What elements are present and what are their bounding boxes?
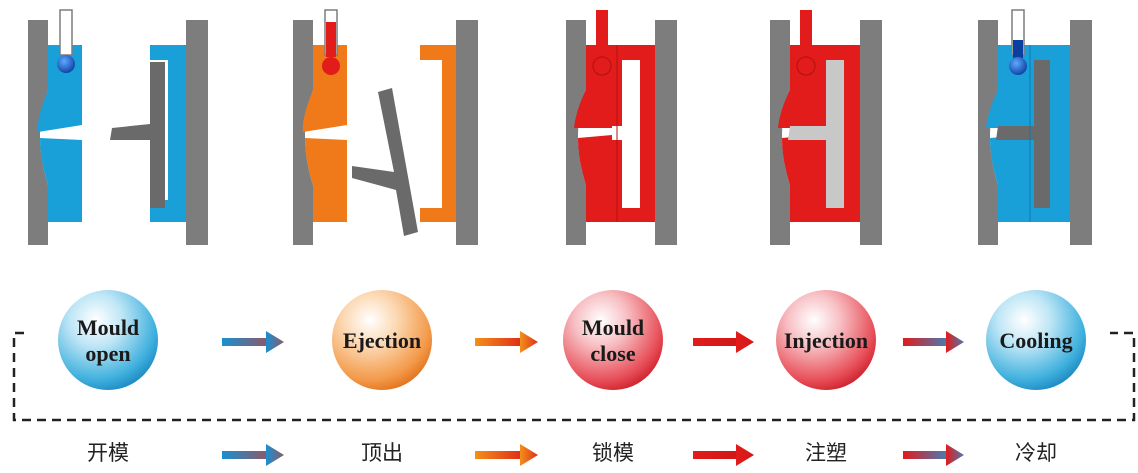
fixed-platen (978, 20, 998, 245)
flow-arrow (693, 331, 754, 353)
fixed-mould-half (302, 45, 347, 222)
flow-arrow (475, 444, 538, 466)
molded-part (110, 62, 165, 208)
flow-arrow (903, 444, 964, 466)
fixed-platen (566, 20, 586, 245)
nozzle-tube (800, 10, 812, 55)
step-node: Injection (776, 290, 876, 390)
step-node: Cooling (986, 290, 1086, 390)
nozzle-tip (796, 56, 816, 76)
flow-arrow (222, 331, 284, 353)
step-label: Mould (77, 315, 139, 340)
moving-platen (860, 20, 882, 245)
step-label: open (85, 341, 130, 366)
injection-illustration (770, 10, 882, 245)
filled-cavity (788, 60, 844, 208)
step-label-cn: 顶出 (361, 441, 403, 465)
step-ball (332, 290, 432, 390)
mould-close-illustration (566, 10, 677, 245)
moving-platen (456, 20, 478, 245)
nozzle-tip (1009, 57, 1027, 75)
fixed-platen (770, 20, 790, 245)
ejection-illustration (293, 9, 478, 245)
step-label-cn: 锁模 (592, 441, 634, 465)
flow-arrow (903, 331, 964, 353)
step-label: Ejection (343, 328, 421, 353)
moving-platen (655, 20, 677, 245)
step-ball (563, 290, 663, 390)
nozzle-tip (592, 56, 612, 76)
ejected-part (352, 88, 418, 236)
step-label: Injection (784, 328, 868, 353)
step-node: Ejection (332, 290, 432, 390)
step-label-cn: 开模 (87, 441, 129, 465)
mould-open-illustration (28, 9, 208, 245)
step-ball (986, 290, 1086, 390)
empty-cavity (612, 60, 640, 208)
cooled-part (996, 60, 1050, 208)
nozzle-fill (1013, 40, 1023, 58)
step-ball (776, 290, 876, 390)
nozzle-tip (57, 55, 75, 73)
flow-arrow (693, 444, 754, 466)
step-label-cn: 冷却 (1015, 441, 1057, 465)
fixed-platen (293, 20, 313, 245)
moving-mould-half (150, 45, 186, 222)
moving-platen (186, 20, 208, 245)
flow-arrow (475, 331, 538, 353)
nozzle-tube (596, 10, 608, 55)
fixed-platen (28, 20, 48, 245)
moving-platen (1070, 20, 1092, 245)
step-label: Mould (582, 315, 644, 340)
moving-mould-half (420, 45, 456, 222)
cooling-illustration (978, 9, 1092, 245)
step-ball (58, 290, 158, 390)
cycle-return-loop (12, 331, 1136, 422)
nozzle-fill (326, 22, 336, 57)
step-label-cn: 注塑 (805, 441, 847, 465)
flow-arrow (222, 444, 284, 466)
step-label: Cooling (999, 328, 1072, 353)
step-label: close (590, 341, 635, 366)
nozzle-tip (322, 57, 340, 75)
fixed-mould-half (37, 45, 82, 222)
nozzle-tube (59, 9, 73, 56)
